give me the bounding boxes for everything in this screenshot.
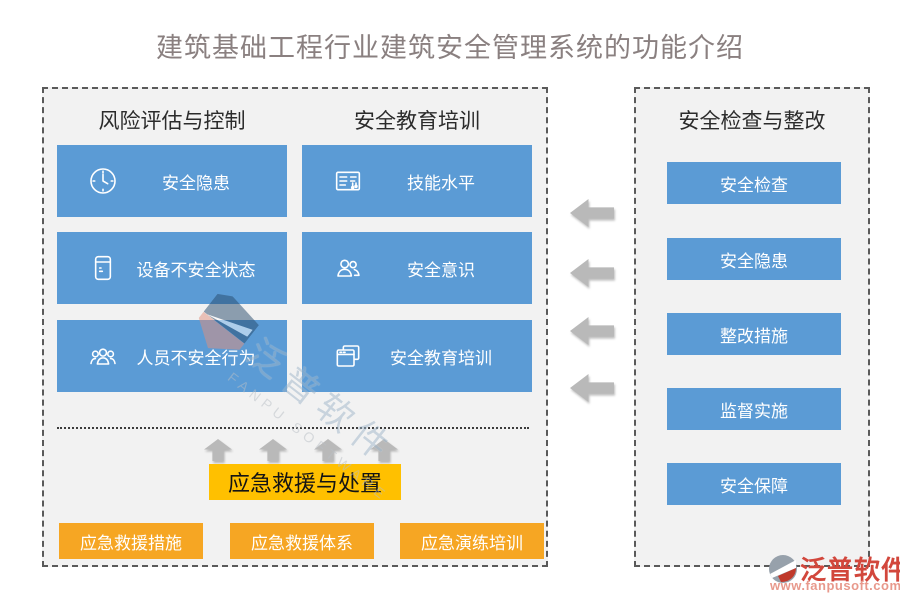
inspection-panel: 安全检查与整改 安全检查 安全隐患 整改措施 监督实施 安全保障 <box>634 87 870 567</box>
page-title: 建筑基础工程行业建筑安全管理系统的功能介绍 <box>156 33 744 63</box>
clock-icon <box>87 165 119 197</box>
feature-label: 安全隐患 <box>162 173 230 193</box>
people-group-icon <box>87 340 119 372</box>
footer-url-link[interactable]: www.fanpusoft.com <box>770 578 900 593</box>
equipment-file-icon <box>87 252 119 284</box>
people-pair-icon <box>332 252 364 284</box>
arrow-left-icon <box>570 199 614 227</box>
feature-label: 设备不安全状态 <box>136 260 256 280</box>
feature-box-unsafe-behavior[interactable]: 人员不安全行为 <box>57 320 287 392</box>
panel-header-inspection: 安全检查与整改 <box>678 109 826 133</box>
feature-label: 安全意识 <box>407 260 475 280</box>
button-emergency-system[interactable]: 应急救援体系 <box>230 523 374 559</box>
arrow-up-icon <box>259 439 287 461</box>
skill-panel-icon <box>332 165 364 197</box>
button-emergency-drill[interactable]: 应急演练培训 <box>400 523 544 559</box>
column-header-risk: 风险评估与控制 <box>98 109 246 133</box>
arrow-left-icon <box>570 317 614 345</box>
footer-brand-name: 泛普软件 <box>800 556 900 585</box>
button-emergency-measures[interactable]: 应急救援措施 <box>59 523 203 559</box>
button-supervision-implementation[interactable]: 监督实施 <box>667 388 841 430</box>
feature-box-skill-level[interactable]: 技能水平 <box>302 145 532 217</box>
feature-label: 安全教育培训 <box>390 348 492 368</box>
emergency-header: 应急救援与处置 <box>209 464 401 500</box>
arrow-up-icon <box>370 439 398 461</box>
column-header-training: 安全教育培训 <box>354 109 480 133</box>
feature-box-equipment-unsafe[interactable]: 设备不安全状态 <box>57 232 287 304</box>
feature-box-safety-hazard[interactable]: 安全隐患 <box>57 145 287 217</box>
button-safety-inspection[interactable]: 安全检查 <box>667 162 841 204</box>
training-window-icon <box>332 340 364 372</box>
feature-label: 人员不安全行为 <box>136 348 256 368</box>
dotted-divider <box>57 427 529 429</box>
footer-brand: 泛普软件 www.fanpusoft.com <box>768 550 900 596</box>
button-rectification-measures[interactable]: 整改措施 <box>667 313 841 355</box>
feature-box-safety-awareness[interactable]: 安全意识 <box>302 232 532 304</box>
risk-and-training-panel: 风险评估与控制 安全教育培训 安全隐患 设备不安全状态 人员不安全 <box>42 87 548 567</box>
button-safety-hazard[interactable]: 安全隐患 <box>667 238 841 280</box>
feature-label: 技能水平 <box>407 173 475 193</box>
feature-box-safety-training[interactable]: 安全教育培训 <box>302 320 532 392</box>
arrow-up-icon <box>314 439 342 461</box>
arrow-left-icon <box>570 374 614 402</box>
button-safety-guarantee[interactable]: 安全保障 <box>667 463 841 505</box>
arrow-left-icon <box>570 259 614 287</box>
fanpu-logo-icon <box>768 554 798 584</box>
arrow-up-icon <box>204 439 232 461</box>
